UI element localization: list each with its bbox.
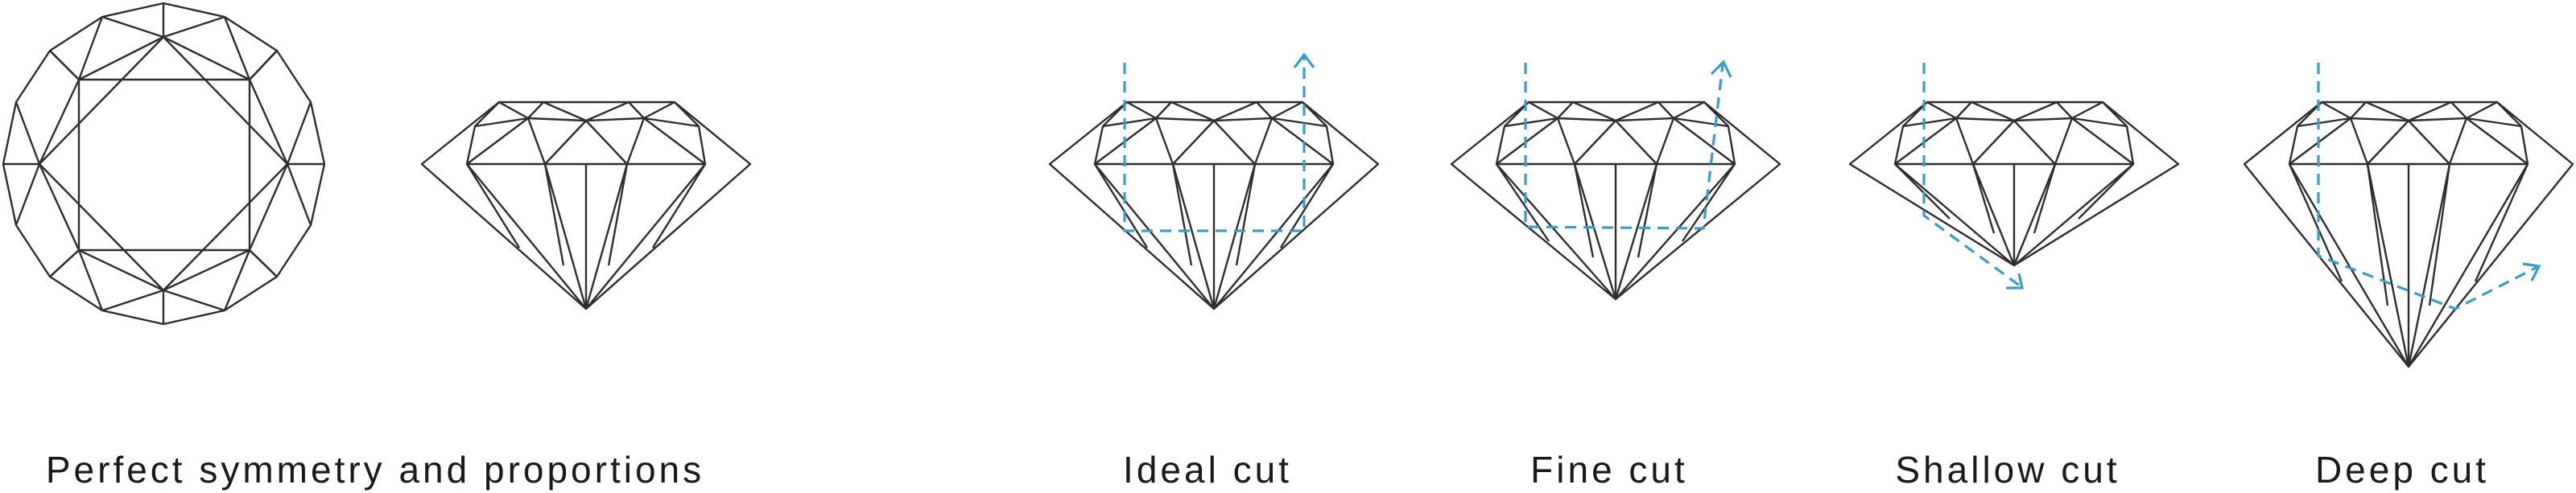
ideal-cut-diamond [1048,101,1380,310]
deep-cut-diamond [2243,101,2574,368]
caption-symmetry: Perfect symmetry and proportions [46,449,704,491]
ideal-cut-light-path [1123,52,1315,232]
caption-fine-cut: Fine cut [1530,449,1688,491]
shallow-cut-diamond [1848,101,2180,267]
caption-ideal-cut: Ideal cut [1123,449,1292,491]
caption-shallow-cut: Shallow cut [1895,449,2120,491]
deep-cut-light-path [2317,63,2541,310]
shallow-cut-light-path [1922,63,2024,290]
caption-deep-cut: Deep cut [2315,449,2489,491]
fine-cut-diamond [1450,101,1781,301]
diamond-side-view [420,101,752,310]
fine-cut-light-path [1524,60,1732,230]
diamond-top-view [2,2,326,326]
